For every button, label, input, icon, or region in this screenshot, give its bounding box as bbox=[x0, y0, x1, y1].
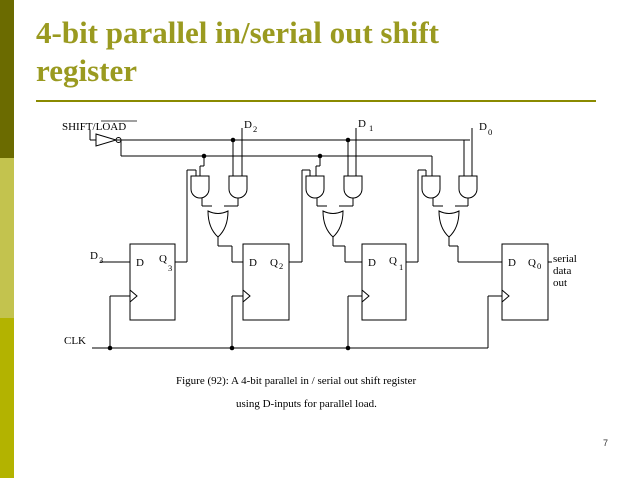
ff0-q-pin: Q0 bbox=[528, 257, 541, 271]
serial-out-label-2: data bbox=[553, 265, 571, 277]
d0-input-label: D0 bbox=[479, 121, 492, 137]
or-gate bbox=[438, 210, 460, 238]
flip-flop-q3 bbox=[129, 243, 176, 321]
ff1-d-pin: D bbox=[368, 257, 376, 269]
slide-sidebar bbox=[0, 0, 14, 478]
page-number: 7 bbox=[602, 438, 608, 448]
and-gate bbox=[458, 175, 478, 199]
flip-flop-q1 bbox=[361, 243, 407, 321]
flip-flop-q0 bbox=[501, 243, 549, 321]
flip-flop-q2 bbox=[242, 243, 290, 321]
clock-triangles bbox=[129, 289, 510, 303]
ff0-d-pin: D bbox=[508, 257, 516, 269]
or-gate bbox=[322, 210, 344, 238]
title-line-1: 4-bit parallel in/serial out shift bbox=[36, 15, 439, 50]
clk-label: CLK bbox=[64, 335, 86, 347]
and-gate bbox=[190, 175, 210, 199]
and-gate bbox=[343, 175, 363, 199]
or-gate bbox=[207, 210, 229, 238]
serial-out-label-1: serial bbox=[553, 253, 577, 265]
title-underline bbox=[36, 100, 596, 102]
d2-input-label: D2 bbox=[244, 119, 257, 134]
stage-3-gates bbox=[421, 175, 478, 238]
slide-title: 4-bit parallel in/serial out shift regis… bbox=[36, 14, 596, 90]
and-gate bbox=[228, 175, 248, 199]
ff3-q-pin: Q3 bbox=[159, 253, 172, 273]
stage-1-gates bbox=[190, 175, 248, 238]
ff3-d-pin: D bbox=[136, 257, 144, 269]
title-line-2: register bbox=[36, 53, 137, 88]
ff2-q-pin: Q2 bbox=[270, 257, 283, 271]
serial-out-label-3: out bbox=[553, 277, 567, 289]
wiring bbox=[89, 128, 552, 349]
and-gate bbox=[421, 175, 441, 199]
junction-dots bbox=[107, 137, 351, 351]
figure-caption-line-1: Figure (92): A 4-bit parallel in / seria… bbox=[176, 375, 416, 387]
sidebar-segment-dark bbox=[0, 0, 14, 158]
sidebar-segment-light bbox=[0, 158, 14, 318]
d3-input-label: D3 bbox=[90, 250, 103, 265]
ff2-d-pin: D bbox=[249, 257, 257, 269]
shift-load-label: SHIFT/LOAD bbox=[62, 121, 126, 133]
figure-caption-line-2: using D-inputs for parallel load. bbox=[236, 398, 377, 410]
and-gate bbox=[305, 175, 325, 199]
stage-2-gates bbox=[305, 175, 363, 238]
sidebar-segment-mid bbox=[0, 318, 14, 478]
